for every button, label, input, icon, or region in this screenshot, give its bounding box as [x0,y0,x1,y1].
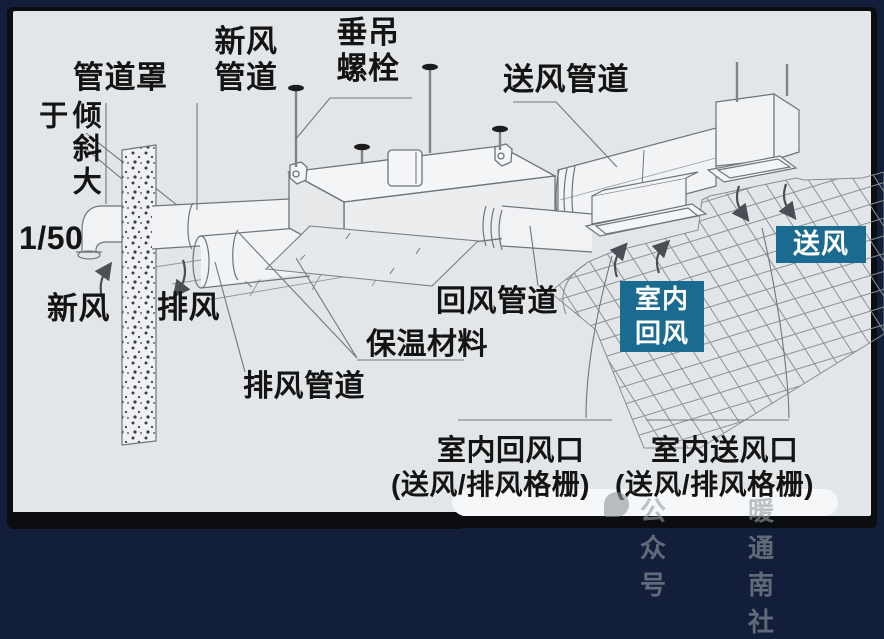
label-insulation: 保温材料 [366,328,488,361]
leader-lines [105,97,790,421]
airflow-arrows [94,183,797,302]
bottom-access-panel [264,225,480,287]
return-grille-box [584,171,708,237]
label-fresh-air: 新风 [47,291,110,326]
label-exhaust-air: 排风 [157,290,220,325]
label-exhaust-duct: 排风管道 [243,370,365,403]
label-indoor-return-outlet-sub: (送风/排风格栅) [391,469,590,500]
return-duct-pipe [482,205,593,253]
label-indoor-return-outlet: 室内回风口 [437,435,585,467]
tag-indoor-return-air: 室内 回风 [620,281,704,352]
bottom-white-strip [452,489,838,516]
label-pipe-cover: 管道罩 [73,60,168,95]
label-hanging-bolt: 垂吊 螺栓 [336,15,400,86]
tag-supply-air: 送风 [776,226,866,263]
hanger-bolts [288,62,789,167]
label-indoor-supply-outlet: 室内送风口 [651,435,799,467]
label-supply-duct: 送风管道 [503,62,629,97]
label-slope: 倾斜大于 [34,100,101,199]
hvac-line-art [76,62,884,449]
bottom-frame-wedge [10,512,462,529]
supply-plenum-box [706,92,800,183]
intake-hood [76,205,123,260]
label-return-duct: 回风管道 [436,285,558,318]
exhaust-duct-pipe [192,226,311,289]
label-indoor-supply-outlet-sub: (送风/排风格栅) [615,469,814,500]
label-slope-value: 1/50 [19,220,84,256]
label-fresh-air-duct: 新风 管道 [214,24,278,95]
exterior-wall [121,144,157,446]
